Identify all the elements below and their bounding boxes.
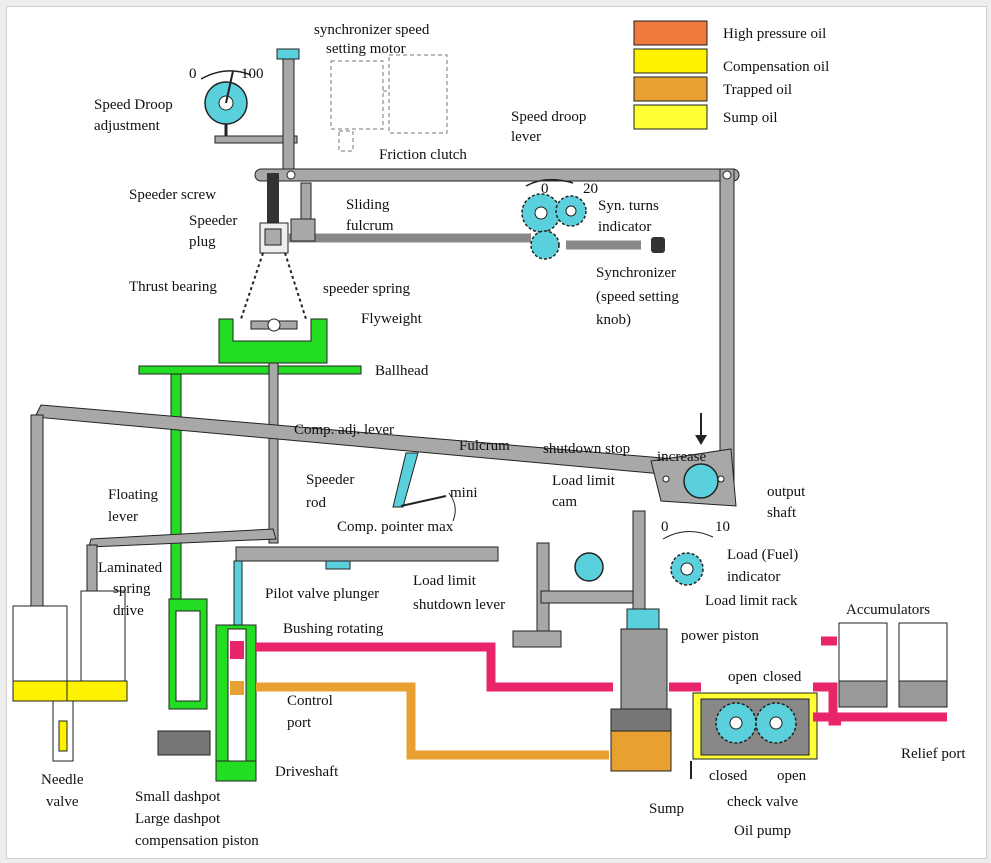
label-open-bottom: open	[777, 768, 807, 784]
power-piston	[610, 608, 672, 772]
diagram-canvas: High pressure oil Compensation oil Trapp…	[6, 6, 987, 859]
label-speed-droop-adj-2: adjustment	[94, 118, 161, 134]
label-laminated: Laminated	[98, 560, 163, 576]
label-speeder-plug: Speeder	[189, 213, 237, 229]
oil-pump	[690, 692, 818, 779]
label-driveshaft: Driveshaft	[275, 764, 339, 780]
label-closed-bottom: closed	[709, 768, 748, 784]
label-sliding-fulcrum-2: fulcrum	[346, 218, 394, 234]
label-shutdown-stop: shutdown stop	[543, 441, 630, 457]
label-speeder-plug-2: plug	[189, 234, 216, 250]
label-bushing-rotating: Bushing rotating	[283, 621, 384, 637]
label-needle-valve-2: valve	[46, 794, 79, 810]
legend-swatch-high-pressure	[633, 20, 708, 46]
label-large-dashpot: Large dashpot	[135, 811, 221, 827]
label-load-limit-shutdown: Load limit	[413, 573, 477, 589]
speed-droop-adjustment	[200, 48, 300, 177]
label-ballhead: Ballhead	[375, 363, 429, 379]
label-load-limit-rack: Load limit rack	[705, 593, 798, 609]
label-control-port: Control	[287, 693, 333, 709]
label-needle-valve: Needle	[41, 772, 84, 788]
legend-label-compensation: Compensation oil	[723, 59, 829, 75]
label-load-indicator-2: indicator	[727, 569, 780, 585]
label-friction-clutch: Friction clutch	[379, 147, 467, 163]
label-fulcrum: Fulcrum	[459, 438, 510, 454]
label-load-indicator: Load (Fuel)	[727, 547, 798, 563]
label-sliding-fulcrum: Sliding	[346, 197, 390, 213]
label-sync-motor-2: setting motor	[326, 41, 406, 57]
label-speed-droop-lever-2: lever	[511, 129, 541, 145]
label-synchronizer-2: (speed setting	[596, 289, 679, 305]
legend-label-sump: Sump oil	[723, 110, 778, 126]
label-comp-adj-lever: Comp. adj. lever	[294, 422, 394, 438]
syn-turns-gears	[521, 178, 665, 260]
label-droop-0: 0	[189, 66, 197, 82]
label-sync-motor: synchronizer speed	[314, 22, 430, 38]
load-limit-assembly	[512, 510, 714, 648]
label-output-shaft-2: shaft	[767, 505, 797, 521]
label-pilot-valve: Pilot valve plunger	[265, 586, 379, 602]
label-speed-droop-adj: Speed Droop	[94, 97, 173, 113]
label-speeder-rod: Speeder	[306, 472, 354, 488]
label-check-valve: check valve	[727, 794, 799, 810]
label-load-limit-shutdown-2: shutdown lever	[413, 597, 505, 613]
label-large-dashpot-2: compensation piston	[135, 833, 259, 849]
label-flyweight: Flyweight	[361, 311, 423, 327]
floating-lever	[86, 528, 499, 596]
label-load-10: 10	[715, 519, 730, 535]
accumulators	[813, 622, 948, 722]
label-laminated-3: drive	[113, 603, 144, 619]
label-accumulators: Accumulators	[846, 602, 930, 618]
label-speeder-rod-2: rod	[306, 495, 326, 511]
label-droop-100: 100	[241, 66, 264, 82]
label-laminated-2: spring	[113, 581, 151, 597]
flyweight-assembly	[138, 252, 362, 601]
legend-label-high-pressure: High pressure oil	[723, 26, 826, 42]
label-open-top: open	[728, 669, 758, 685]
speed-droop-lever	[254, 168, 740, 492]
labels: synchronizer speed setting motor 0 100 S…	[41, 22, 966, 849]
legend: High pressure oil Compensation oil Trapp…	[633, 20, 829, 130]
dashpots	[12, 590, 208, 762]
label-closed-top: closed	[763, 669, 802, 685]
label-increase: increase	[657, 449, 706, 465]
label-floating-lever: Floating	[108, 487, 159, 503]
governor-diagram: High pressure oil Compensation oil Trapp…	[12, 20, 966, 849]
label-floating-lever-2: lever	[108, 509, 138, 525]
label-synchronizer-3: knob)	[596, 312, 631, 328]
label-thrust-bearing: Thrust bearing	[129, 279, 217, 295]
speeder-assembly	[259, 173, 641, 254]
label-control-port-2: port	[287, 715, 312, 731]
legend-swatch-compensation	[633, 48, 708, 74]
label-syn-turns-2: indicator	[598, 219, 651, 235]
legend-label-trapped: Trapped oil	[723, 82, 792, 98]
label-comp-pointer: Comp. pointer max	[337, 519, 454, 535]
label-speed-droop-lever: Speed droop	[511, 109, 586, 125]
pilot-valve	[157, 560, 257, 782]
label-speeder-screw: Speeder screw	[129, 187, 216, 203]
label-synchronizer: Synchronizer	[596, 265, 676, 281]
label-oil-pump: Oil pump	[734, 823, 791, 839]
label-load-limit-cam-2: cam	[552, 494, 577, 510]
legend-swatch-trapped	[633, 76, 708, 102]
label-output-shaft: output	[767, 484, 806, 500]
label-relief-port: Relief port	[901, 746, 966, 762]
synchronizer-motor	[330, 54, 448, 152]
label-mini: mini	[450, 485, 478, 501]
label-speeder-spring: speeder spring	[323, 281, 411, 297]
label-sump: Sump	[649, 801, 684, 817]
label-syn-0: 0	[541, 181, 549, 197]
label-syn-turns: Syn. turns	[598, 198, 659, 214]
label-load-0: 0	[661, 519, 669, 535]
legend-swatch-sump	[633, 104, 708, 130]
label-power-piston: power piston	[681, 628, 759, 644]
label-load-limit-cam: Load limit	[552, 473, 616, 489]
label-small-dashpot: Small dashpot	[135, 789, 221, 805]
label-syn-20: 20	[583, 181, 598, 197]
comp-pointer	[392, 452, 456, 522]
